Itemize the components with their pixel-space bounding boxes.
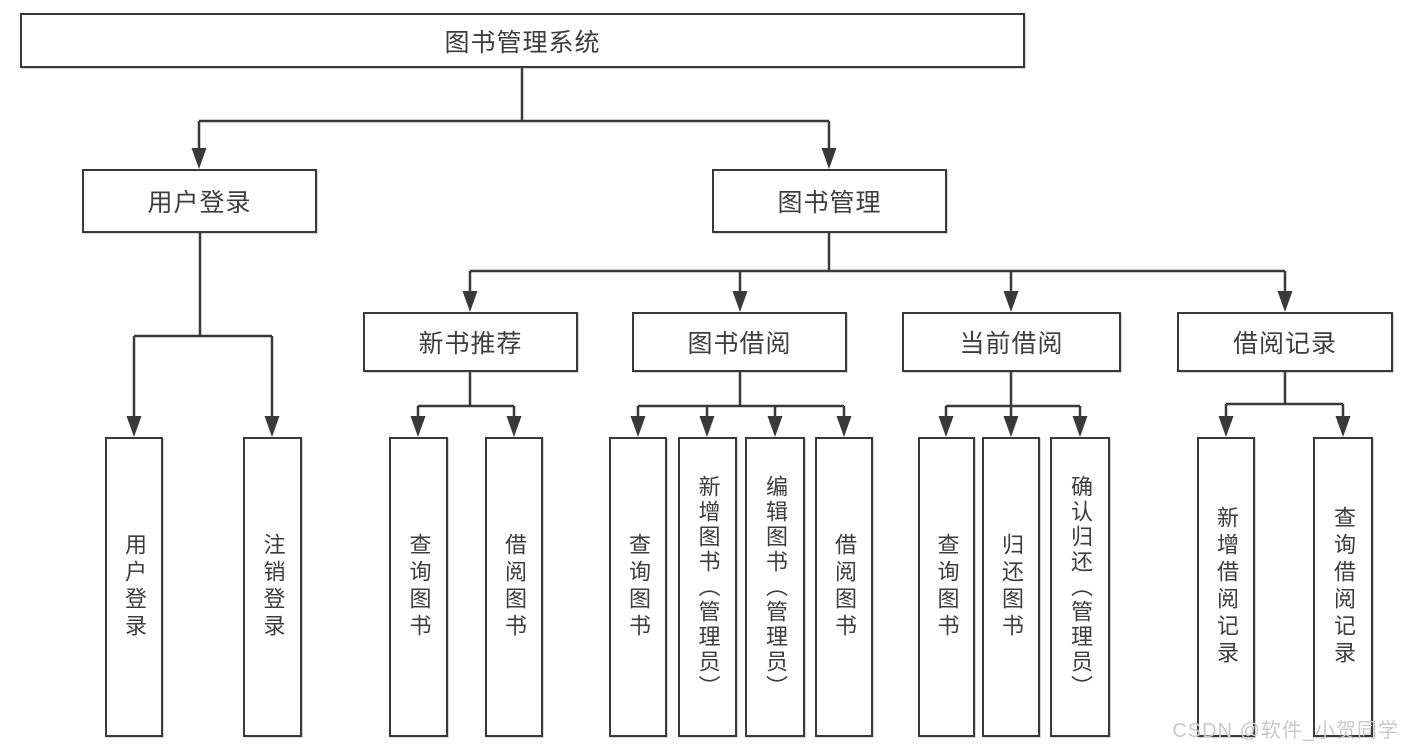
leaf-add-borrow-record: 新增借阅记录 <box>1197 437 1255 737</box>
leaf-query-books-borrow: 查询图书 <box>609 437 667 737</box>
node-borrow-record: 借阅记录 <box>1177 312 1393 372</box>
leaf-query-borrow-record: 查询借阅记录 <box>1313 437 1373 737</box>
leaf-query-books-current: 查询图书 <box>918 437 975 737</box>
leaf-borrow-books: 借阅图书 <box>815 437 873 737</box>
node-book-borrow: 图书借阅 <box>632 312 847 372</box>
leaf-edit-books-admin: 编辑图书（管理员） <box>745 437 805 737</box>
watermark: CSDN @软件_小贺同学 <box>1172 720 1399 742</box>
node-current-borrow: 当前借阅 <box>902 312 1121 372</box>
leaf-return-books: 归还图书 <box>982 437 1040 737</box>
leaf-confirm-return-admin: 确认归还（管理员） <box>1050 437 1110 737</box>
leaf-logout: 注销登录 <box>243 437 302 737</box>
node-user-login: 用户登录 <box>82 169 317 233</box>
node-new-book-recommend: 新书推荐 <box>363 312 578 372</box>
leaf-user-login: 用户登录 <box>105 437 163 737</box>
leaf-borrow-books-recommend: 借阅图书 <box>485 437 543 737</box>
node-root-system: 图书管理系统 <box>20 13 1025 68</box>
leaf-query-books-recommend: 查询图书 <box>389 437 448 737</box>
leaf-add-books-admin: 新增图书（管理员） <box>678 437 737 737</box>
tree-edges <box>132 68 1345 418</box>
node-book-management: 图书管理 <box>712 169 947 233</box>
arrowhead-icons <box>126 148 1351 437</box>
